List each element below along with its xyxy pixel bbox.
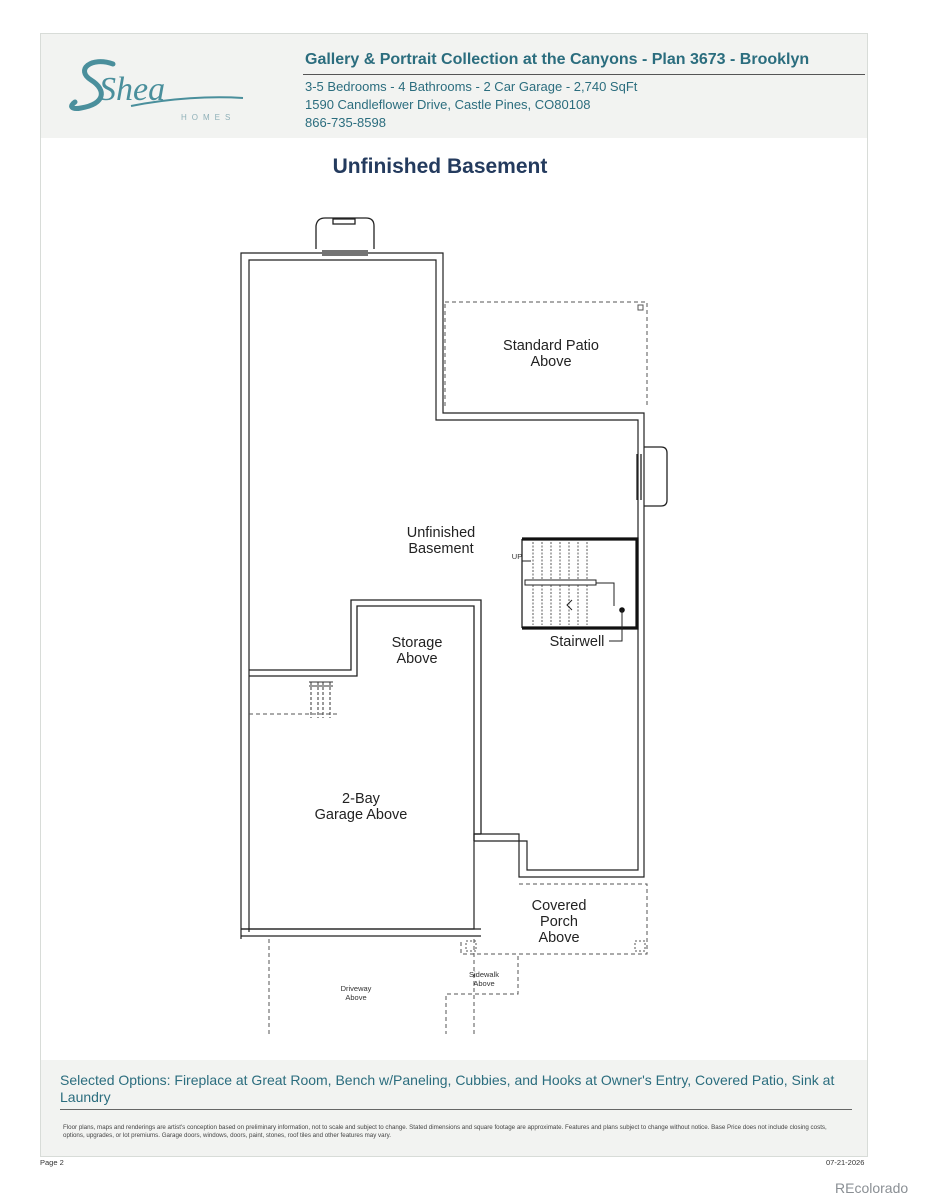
footer-divider [60,1109,852,1110]
storage-label: Storage Above [391,635,443,667]
community-address: 1590 Candleflower Drive, Castle Pines, C… [305,97,591,112]
plan-header-title: Gallery & Portrait Collection at the Can… [305,51,810,68]
page-date: 07-21-2026 [826,1158,865,1167]
stair-up-label: UP [511,552,523,561]
selected-options: Selected Options: Fireplace at Great Roo… [60,1072,835,1105]
floor-title: Unfinished Basement [332,155,548,178]
standard-patio-label: Standard Patio Above [503,338,599,370]
garage-label: 2-Bay Garage Above [314,791,408,823]
unfinished-basement-label: Unfinished Basement [406,525,476,557]
sidewalk-label: Sidewalk Above [468,970,499,988]
plan-sheet: Shea HOMES Gallery & Portrait Collection… [40,33,868,1157]
covered-porch-label: Covered Porch Above [531,898,587,946]
stairwell-label: Stairwell [549,634,605,650]
phone-number: 866-735-8598 [305,115,386,130]
driveway-label: Driveway Above [340,984,372,1002]
shea-homes-logo: Shea HOMES [69,59,244,122]
stairwell-stairs [521,537,639,642]
page-number: Page 2 [40,1158,64,1167]
floor-plan-drawing [240,217,668,1034]
recolorado-watermark: REcolorado [835,1180,909,1196]
footer-band: Selected Options: Fireplace at Great Roo… [41,1060,867,1156]
header-band: Shea HOMES Gallery & Portrait Collection… [41,34,867,138]
header-divider [303,74,865,75]
disclaimer-text: Floor plans, maps and renderings are art… [63,1124,827,1139]
plan-specs: 3-5 Bedrooms - 4 Bathrooms - 2 Car Garag… [305,79,638,94]
logo-subtitle: HOMES [181,113,235,122]
